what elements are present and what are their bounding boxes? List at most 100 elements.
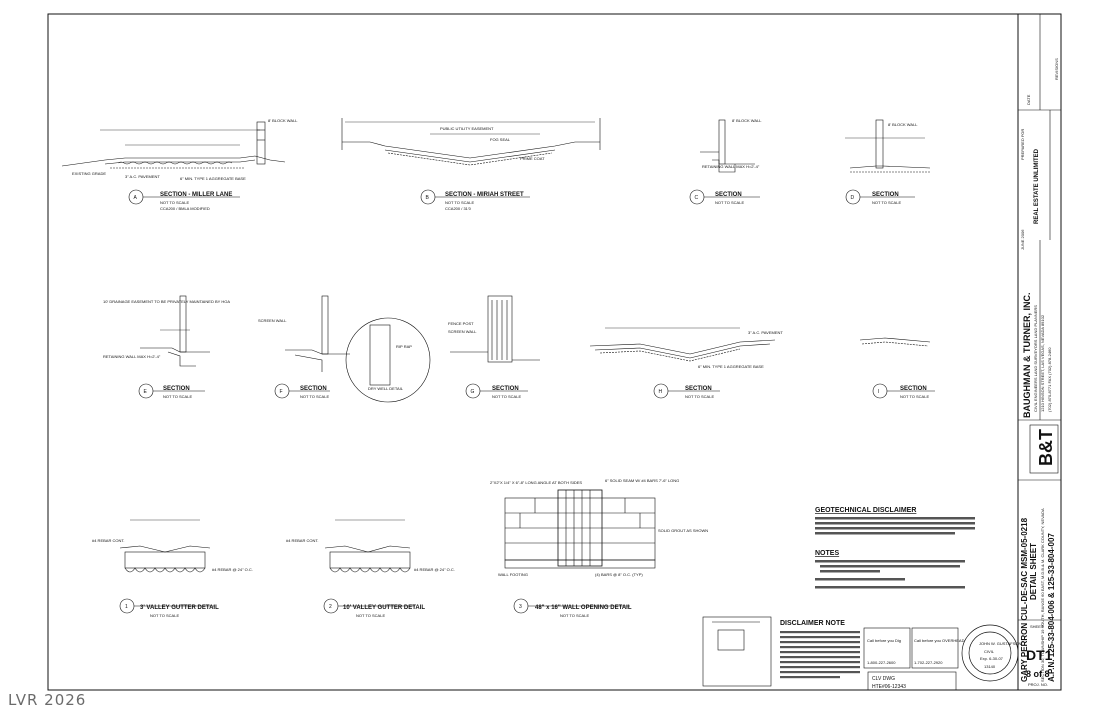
section-a-sub: NOT TO SCALE (160, 200, 189, 205)
section-e-title: SECTION (163, 386, 190, 392)
section-f-sub: NOT TO SCALE (300, 394, 329, 399)
project-location: SECTION 30, TOWNSHIP 19 SOUTH, RANGE 60 … (1040, 508, 1045, 682)
detail-2 (323, 519, 415, 614)
call-dig-phone: 1-800-227-2600 (867, 660, 896, 665)
call-dig-label: Call before you Dig (867, 638, 901, 643)
section-d (845, 119, 931, 205)
section-a-title: SECTION - MILLER LANE (160, 192, 232, 198)
section-c-title: SECTION (715, 192, 742, 198)
section-g-callout-screen: SCREEN WALL (448, 329, 477, 334)
section-b-letter: B (426, 195, 430, 201)
firm-name: BAUGHMAN & TURNER, INC. (1022, 293, 1032, 419)
section-h-title: SECTION (685, 386, 712, 392)
detail-3-callout-bars: (4) BARS @ 8" O.C. (TYP) (595, 572, 643, 577)
section-i (859, 337, 935, 399)
notes-title: NOTES (815, 550, 839, 557)
section-f-callout-drywell: DRY WELL DETAIL (368, 386, 404, 391)
section-f-title: SECTION (300, 386, 327, 392)
section-c (689, 119, 760, 205)
detail-1 (119, 519, 215, 614)
detail-1-callout-rebar: #4 REBAR CONT. (92, 538, 124, 543)
section-h-callout-ac: 3" A.C. PAVEMENT (748, 330, 783, 335)
detail-3-title: 48" x 16" WALL OPENING DETAIL (535, 605, 632, 611)
section-b-sub: NOT TO SCALE (445, 200, 474, 205)
section-a-callout-grade: EXISTING GRADE (72, 171, 106, 176)
section-i-title: SECTION (900, 386, 927, 392)
clv-box (867, 671, 957, 691)
stamp-civil: CIVIL (984, 649, 995, 654)
sheet-id: DT1 (1026, 647, 1053, 663)
section-f-callout-screen: SCREEN WALL (258, 318, 287, 323)
section-a-callout-ac: 3" A.C. PAVEMENT (125, 174, 160, 179)
revisions-label: REVISIONS (1054, 58, 1059, 80)
firm-phone: (702) 870-8771 FAX (702) 878-2460 (1047, 347, 1052, 412)
section-g-title: SECTION (492, 386, 519, 392)
section-i-letter: I (878, 389, 879, 395)
project-title: GARY PERRON CUL-DE-SAC MSM-05-0218 (1020, 517, 1029, 682)
section-i-sub: NOT TO SCALE (900, 394, 929, 399)
section-f-callout-riprap: RIP RAP (396, 344, 412, 349)
section-h-sub: NOT TO SCALE (685, 394, 714, 399)
firm-address: 1210 HINSON STREET, LAS VEGAS, NEVADA 89… (1040, 314, 1045, 412)
sheet-label: SHEET (1030, 624, 1044, 629)
detail-3-number: 3 (519, 604, 522, 610)
geotech-title: GEOTECHNICAL DISCLAIMER (815, 507, 916, 514)
disclaimer-text (780, 631, 860, 679)
call-box-dig (863, 627, 911, 669)
detail-2-title: 10' VALLEY GUTTER DETAIL (343, 605, 425, 611)
detail-3 (504, 489, 656, 614)
section-b-sub2: CCA200 / 31'0 (445, 206, 472, 211)
detail-2-callout-rebar: #4 REBAR CONT. (286, 538, 318, 543)
geotech-text (815, 517, 975, 535)
notes-list (815, 560, 965, 589)
detail-2-number: 2 (329, 604, 332, 610)
section-a-callout-wall: 8' BLOCK WALL (268, 118, 298, 123)
detail-3-callout-grout: SOLID GROUT AS SHOWN (658, 528, 708, 533)
sheet-count: 8 of 8 (1026, 669, 1050, 679)
job-date: JUNE 2006 (1020, 229, 1025, 250)
section-h (589, 327, 776, 399)
detail-3-callout-footing: WALL FOOTING (498, 572, 528, 577)
section-g-sub: NOT TO SCALE (492, 394, 521, 399)
title-block (1018, 14, 1061, 621)
section-b (341, 118, 601, 205)
section-a (61, 121, 286, 205)
section-e (138, 295, 210, 399)
section-b-callout-fog: FOG SEAL (490, 137, 511, 142)
detail-1-callout-rebar-oc: #4 REBAR @ 24" O.C. (212, 567, 253, 572)
client-name: REAL ESTATE UNLIMITED (1034, 148, 1040, 224)
section-f (274, 295, 431, 403)
apn-text: A.P.N. 125-33-804-006 & 125-33-804-007 (1047, 533, 1056, 682)
section-e-callout-drain: 10' DRAINAGE EASEMENT TO BE PRIVATELY MA… (103, 299, 230, 304)
section-b-callout-prime: PRIME COAT (520, 156, 545, 161)
firm-logo: B&T (1036, 429, 1056, 466)
section-b-title: SECTION - MIRIAH STREET (445, 192, 524, 198)
firm-sub: CIVIL ENGINEERS LAND SURVEYORS LAND PLAN… (1033, 305, 1038, 412)
section-b-callout-pue: PUBLIC UTILITY EASEMENT (440, 126, 494, 131)
section-c-sub: NOT TO SCALE (715, 200, 744, 205)
project-no-label: PROJ. NO. (1028, 682, 1048, 687)
detail-2-callout-rebar-oc: #4 REBAR @ 24" O.C. (414, 567, 455, 572)
disclaimer-title: DISCLAIMER NOTE (780, 620, 845, 627)
section-e-letter: E (144, 389, 148, 395)
section-h-letter: H (659, 389, 663, 395)
call-box-overhead (911, 627, 959, 669)
detail-1-number: 1 (125, 604, 128, 610)
detail-3-sub: NOT TO SCALE (560, 613, 589, 618)
stamp-name: JOHN W. GUSTAFSON (979, 641, 1021, 646)
section-d-title: SECTION (872, 192, 899, 198)
detail-1-title: 3' VALLEY GUTTER DETAIL (140, 605, 219, 611)
section-d-callout-wall: 8' BLOCK WALL (888, 122, 918, 127)
section-g-letter: G (471, 389, 475, 395)
section-c-callout-wall: 8' BLOCK WALL (732, 118, 762, 123)
clv-label: CLV DWG (872, 676, 895, 682)
date-label: DATE (1026, 94, 1031, 105)
section-c-letter: C (695, 195, 699, 201)
stamp-number: 13140 (984, 664, 996, 669)
section-e-sub: NOT TO SCALE (163, 394, 192, 399)
sheet-title: DETAIL SHEET (1029, 543, 1038, 600)
watermark: LVR 2026 (8, 691, 87, 709)
section-a-letter: A (134, 195, 138, 201)
section-g-callout-fence: FENCE POST (448, 321, 474, 326)
